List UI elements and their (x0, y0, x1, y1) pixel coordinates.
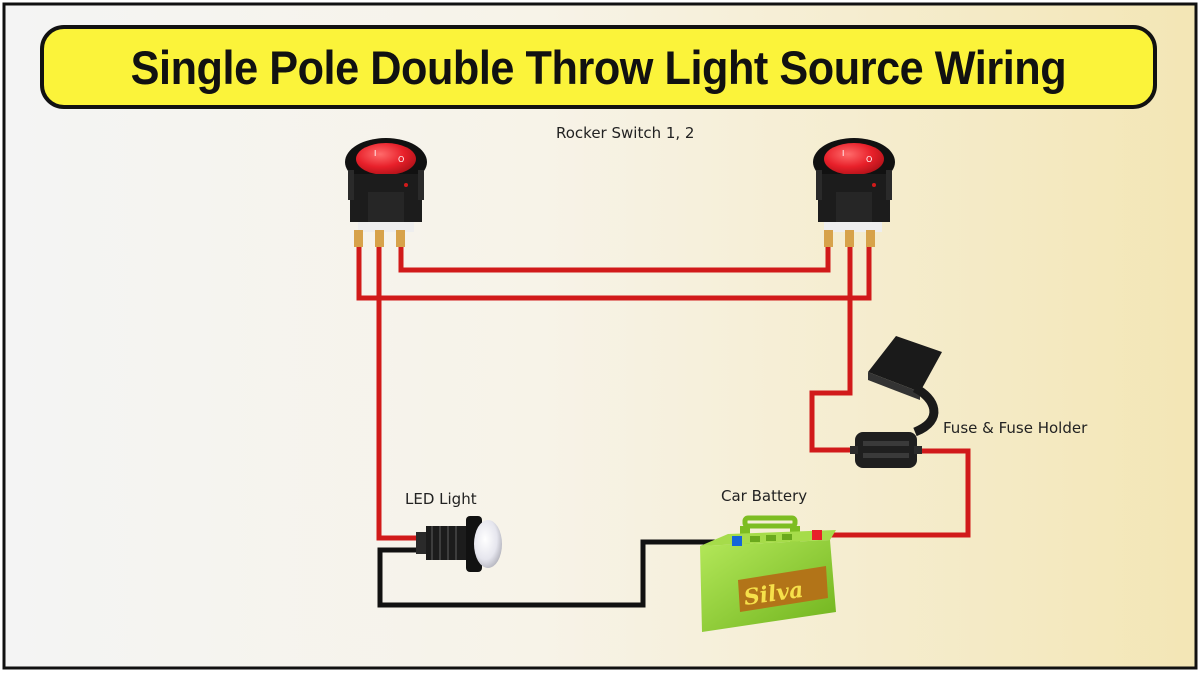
led-light (416, 516, 502, 572)
svg-text:O: O (866, 155, 872, 164)
fuse-to-battery-wire (817, 448, 971, 538)
rocker-switch-label: Rocker Switch 1, 2 (556, 124, 695, 142)
rocker-switch-1: O I (345, 138, 427, 247)
led-light-label: LED Light (405, 490, 477, 508)
traveler-wire-lower (356, 242, 872, 301)
led-positive-wire (376, 242, 421, 541)
battery-vent-caps (750, 534, 792, 542)
car-battery-label: Car Battery (721, 487, 808, 505)
rocker-switch-2: O I (813, 138, 895, 247)
title-banner: Single Pole Double Throw Light Source Wi… (40, 25, 1157, 109)
svg-text:I: I (374, 149, 376, 158)
car-battery: Silva (700, 515, 836, 632)
fuse-holder (850, 336, 942, 468)
ground-wire (377, 539, 743, 608)
switch-to-fuse-wire (809, 242, 863, 453)
traveler-wire-upper (398, 242, 831, 273)
svg-text:I: I (842, 149, 844, 158)
svg-text:O: O (398, 155, 404, 164)
fuse-label: Fuse & Fuse Holder (943, 419, 1088, 437)
page-title: Single Pole Double Throw Light Source Wi… (130, 40, 1067, 94)
wires (356, 242, 971, 608)
